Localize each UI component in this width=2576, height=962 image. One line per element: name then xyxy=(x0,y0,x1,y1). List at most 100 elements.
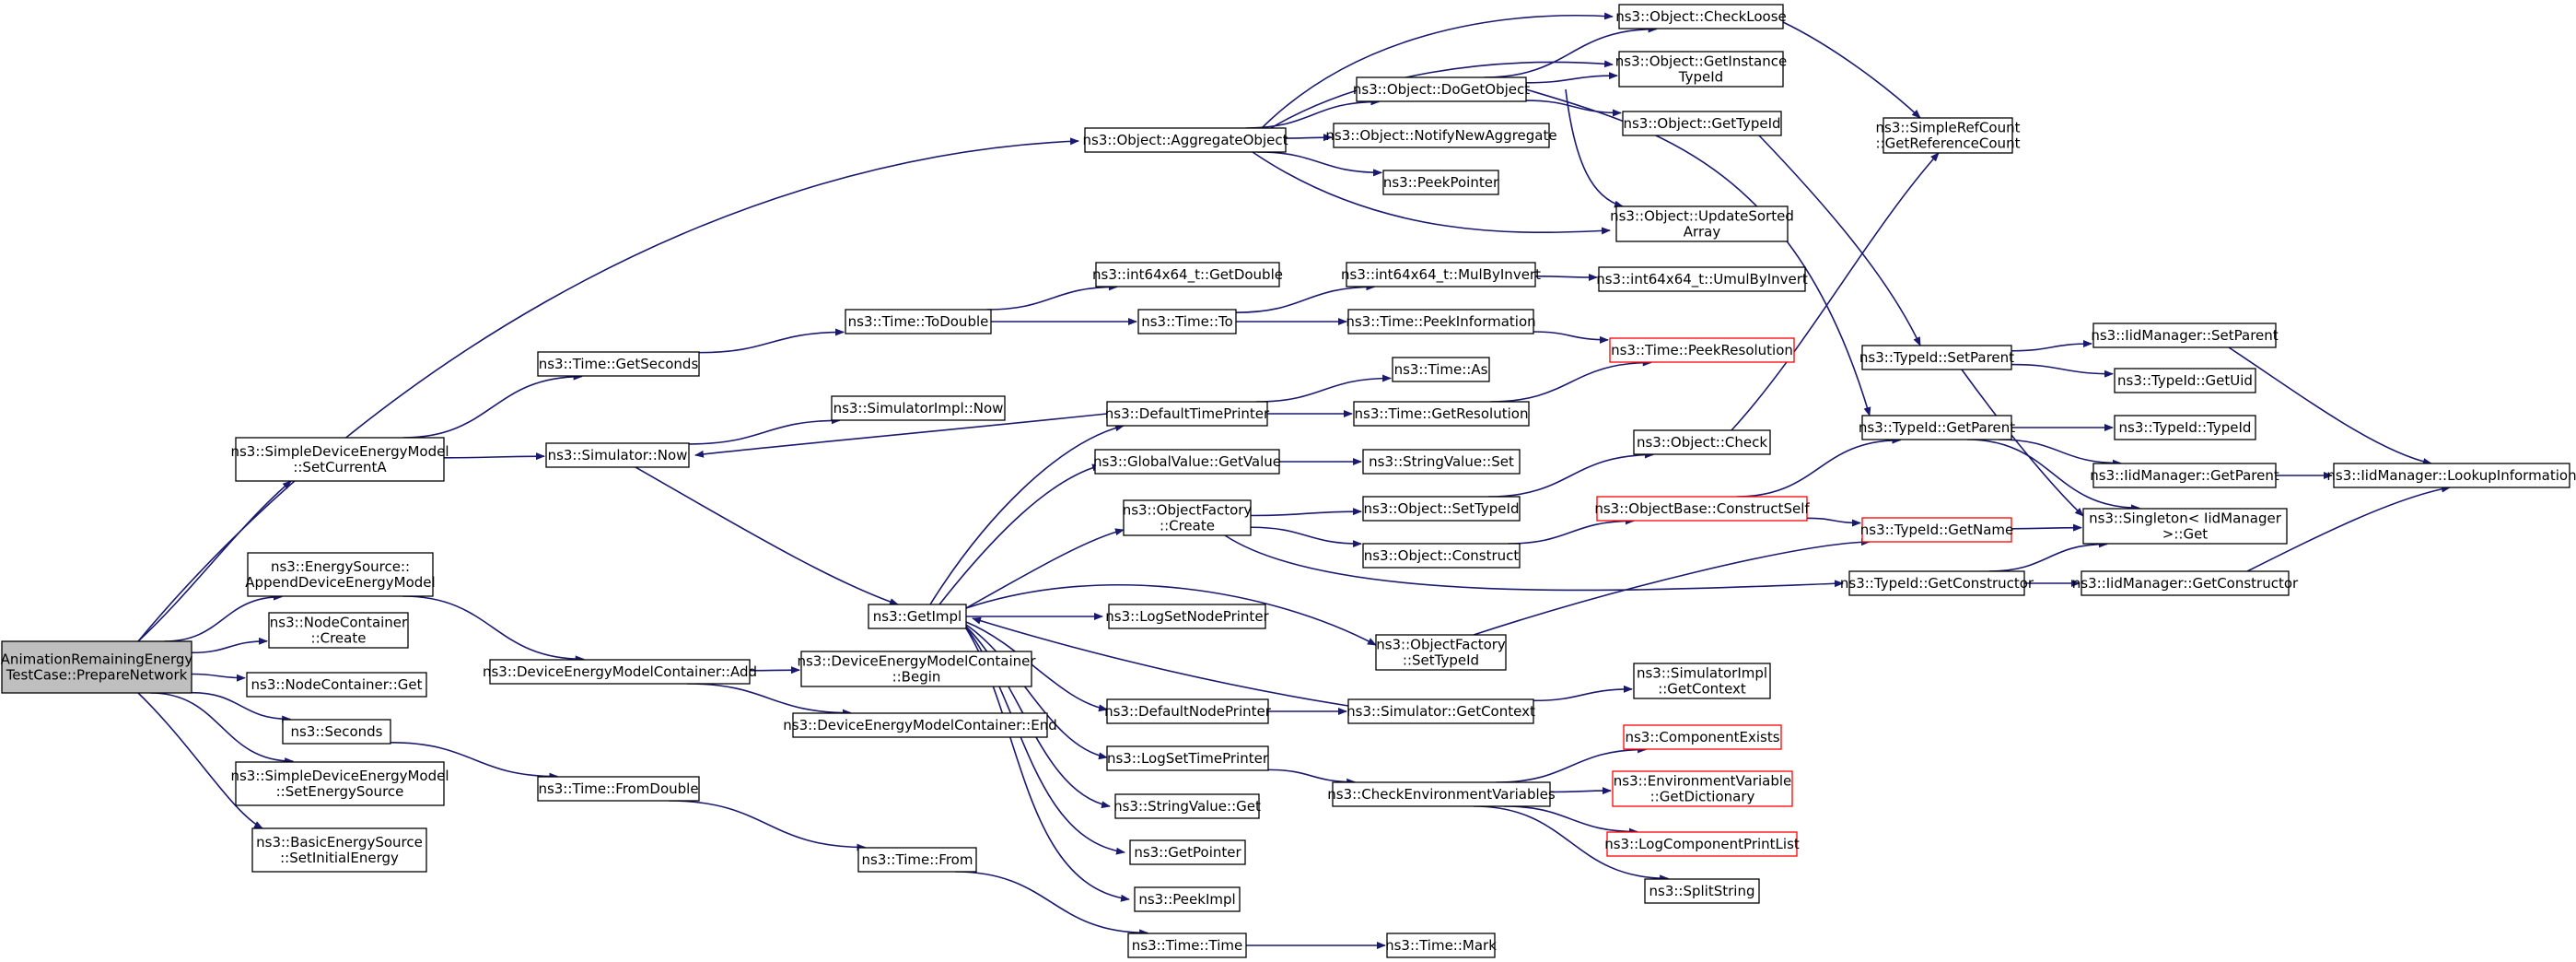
edge-setcurrent-to-getseconds xyxy=(402,372,583,439)
edge-getimpl-to-ofsettypeid xyxy=(965,583,1377,646)
node-label: >::Get xyxy=(2162,526,2209,543)
function-node[interactable]: ns3::SimpleDeviceEnergyModel::SetCurrent… xyxy=(230,437,449,482)
function-node[interactable]: ns3::TypeId::GetConstructor xyxy=(1840,570,2034,596)
function-node[interactable]: ns3::StringValue::Set xyxy=(1362,449,1521,475)
edge-tidsetparent-to-iidsetparent xyxy=(2011,340,2093,352)
node-box xyxy=(1362,543,1521,569)
node-label: ns3::SimpleRefCount xyxy=(1876,120,2021,136)
function-node[interactable]: ns3::Object::NotifyNewAggregate xyxy=(1325,123,1557,148)
function-node[interactable]: ns3::Object::GetTypeId xyxy=(1622,111,1782,136)
function-node[interactable]: ns3::Seconds xyxy=(282,719,391,745)
node-box xyxy=(1606,831,1798,857)
node-label: ns3::SimpleDeviceEnergyModel xyxy=(230,443,449,460)
edge-mulbyinvert-to-umulbyinvert xyxy=(1534,273,1598,281)
function-node[interactable]: ns3::int64x64_t::MulByInvert xyxy=(1341,262,1541,287)
function-node[interactable]: ns3::EnvironmentVariable::GetDictionary xyxy=(1612,770,1793,807)
function-node[interactable]: ns3::NodeContainer::Get xyxy=(246,672,427,698)
function-node[interactable]: ns3::ObjectFactory::SetTypeId xyxy=(1375,634,1507,671)
function-node[interactable]: ns3::CheckEnvironmentVariables xyxy=(1327,781,1556,807)
function-node[interactable]: ns3::SimpleRefCount::GetReferenceCount xyxy=(1876,117,2021,154)
function-node[interactable]: ns3::IidManager::LookupInformation xyxy=(2326,463,2576,488)
function-node[interactable]: ns3::GetPointer xyxy=(1129,839,1246,865)
function-node[interactable]: ns3::Time::FromDouble xyxy=(537,776,700,802)
edge-dogetobject-to-updatesorted xyxy=(1565,88,1624,208)
function-node[interactable]: ns3::GetImpl xyxy=(868,604,967,629)
function-node[interactable]: ns3::DefaultTimePrinter xyxy=(1105,401,1270,427)
function-node[interactable]: ns3::GlobalValue::GetValue xyxy=(1093,449,1281,475)
function-node[interactable]: ns3::NodeContainer::Create xyxy=(268,612,409,649)
node-label: ns3::PeekImpl xyxy=(1138,891,1235,908)
function-node[interactable]: ns3::SplitString xyxy=(1644,878,1760,904)
function-node[interactable]: ns3::TypeId::GetUid xyxy=(2114,368,2256,393)
node-box xyxy=(1347,698,1534,724)
function-node[interactable]: ns3::IidManager::SetParent xyxy=(2091,323,2279,348)
function-node[interactable]: ns3::IidManager::GetConstructor xyxy=(2072,570,2299,596)
function-node[interactable]: ns3::Object::DoGetObject xyxy=(1353,76,1530,102)
edge-aggregate-to-notifynewagg xyxy=(1285,134,1333,142)
function-node[interactable]: ns3::Object::AggregateObject xyxy=(1083,127,1288,153)
function-node[interactable]: ns3::Object::Check xyxy=(1633,429,1771,455)
edge-timefrom-to-timetime xyxy=(954,871,1149,937)
node-label: ns3::Time::PeekResolution xyxy=(1611,342,1793,358)
function-node[interactable]: ns3::Object::SetTypeId xyxy=(1362,496,1521,522)
function-node[interactable]: ns3::int64x64_t::UmulByInvert xyxy=(1596,266,1808,292)
function-node[interactable]: ns3::SimulatorImpl::GetContext xyxy=(1633,663,1771,699)
function-node[interactable]: ns3::Simulator::Now xyxy=(545,442,690,468)
edge-deftimeprinter-to-timeas xyxy=(1255,374,1393,403)
function-node[interactable]: ns3::Time::GetResolution xyxy=(1353,401,1530,427)
function-node[interactable]: ns3::LogSetNodePrinter xyxy=(1105,604,1270,629)
function-node[interactable]: ns3::ObjectFactory::Create xyxy=(1123,499,1253,536)
nodes-layer: AnimationRemainingEnergyTestCase::Prepar… xyxy=(1,4,2576,958)
edge-appenddev-to-demcadd xyxy=(402,595,585,663)
edge-simgetcontext-to-getimpl xyxy=(972,616,1349,707)
node-label: ::SetEnergySource xyxy=(276,783,404,800)
function-node[interactable]: ns3::DeviceEnergyModelContainer::Add xyxy=(483,659,757,685)
function-node[interactable]: ns3::LogSetTimePrinter xyxy=(1106,745,1269,771)
function-node[interactable]: ns3::TypeId::GetName xyxy=(1860,517,2013,543)
function-node[interactable]: ns3::LogComponentPrintList xyxy=(1604,831,1800,857)
function-node[interactable]: ns3::SimulatorImpl::Now xyxy=(831,395,1006,421)
function-node[interactable]: ns3::IidManager::GetParent xyxy=(2090,463,2279,488)
function-node[interactable]: ns3::PeekPointer xyxy=(1382,170,1499,195)
function-node[interactable]: ns3::TypeId::GetParent xyxy=(1859,415,2015,440)
function-node[interactable]: ns3::Object::CheckLoose xyxy=(1615,4,1787,29)
function-node[interactable]: ns3::int64x64_t::GetDouble xyxy=(1092,262,1283,287)
function-node[interactable]: ns3::Time::As xyxy=(1392,357,1490,382)
function-node[interactable]: ns3::DeviceEnergyModelContainer::End xyxy=(783,712,1057,738)
function-node[interactable]: ns3::Singleton< IidManager>::Get xyxy=(2082,508,2288,545)
edge-demcadd-to-demcbegin xyxy=(749,666,800,675)
function-node[interactable]: ns3::Time::Time xyxy=(1127,933,1247,958)
function-node[interactable]: ns3::DeviceEnergyModelContainer::Begin xyxy=(797,651,1036,687)
function-node[interactable]: ns3::DefaultNodePrinter xyxy=(1104,698,1272,724)
node-box xyxy=(1123,499,1252,536)
function-node[interactable]: ns3::Simulator::GetContext xyxy=(1346,698,1535,724)
function-node[interactable]: ns3::BasicEnergySource::SetInitialEnergy xyxy=(251,827,427,873)
function-node[interactable]: ns3::ObjectBase::ConstructSelf xyxy=(1594,496,1810,522)
function-node[interactable]: ns3::Time::From xyxy=(857,847,977,873)
function-node[interactable]: ns3::Time::To xyxy=(1137,309,1237,334)
node-box xyxy=(1106,745,1269,771)
node-box xyxy=(1848,570,2025,596)
function-node[interactable]: ns3::PeekImpl xyxy=(1134,886,1241,912)
function-node[interactable]: ns3::Time::GetSeconds xyxy=(537,351,700,377)
function-node[interactable]: ns3::Time::PeekInformation xyxy=(1346,309,1536,334)
function-node[interactable]: ns3::SimpleDeviceEnergyModel::SetEnergyS… xyxy=(230,761,449,806)
function-node[interactable]: ns3::TypeId::SetParent xyxy=(1859,345,2014,370)
node-label: ns3::LogSetNodePrinter xyxy=(1105,608,1269,625)
function-node[interactable]: ns3::StringValue::Get xyxy=(1113,793,1261,819)
node-box xyxy=(537,351,700,377)
node-box xyxy=(282,719,391,745)
node-label: ns3::Time::Mark xyxy=(1385,937,1497,954)
function-node[interactable]: ns3::Time::Mark xyxy=(1385,933,1497,958)
function-node[interactable]: ns3::TypeId::TypeId xyxy=(2114,415,2256,440)
function-node[interactable]: ns3::Time::ToDouble xyxy=(845,309,992,334)
function-node[interactable]: ns3::Time::PeekResolution xyxy=(1609,337,1795,363)
node-label: ::Create xyxy=(1160,518,1215,534)
edge-todouble-to-getdouble xyxy=(986,283,1118,311)
function-node[interactable]: ns3::Object::Construct xyxy=(1362,543,1521,569)
function-node[interactable]: ns3::ComponentExists xyxy=(1623,724,1782,750)
node-label: ns3::NodeContainer::Get xyxy=(251,676,423,693)
function-node[interactable]: ns3::EnergySource::AppendDeviceEnergyMod… xyxy=(245,552,436,597)
